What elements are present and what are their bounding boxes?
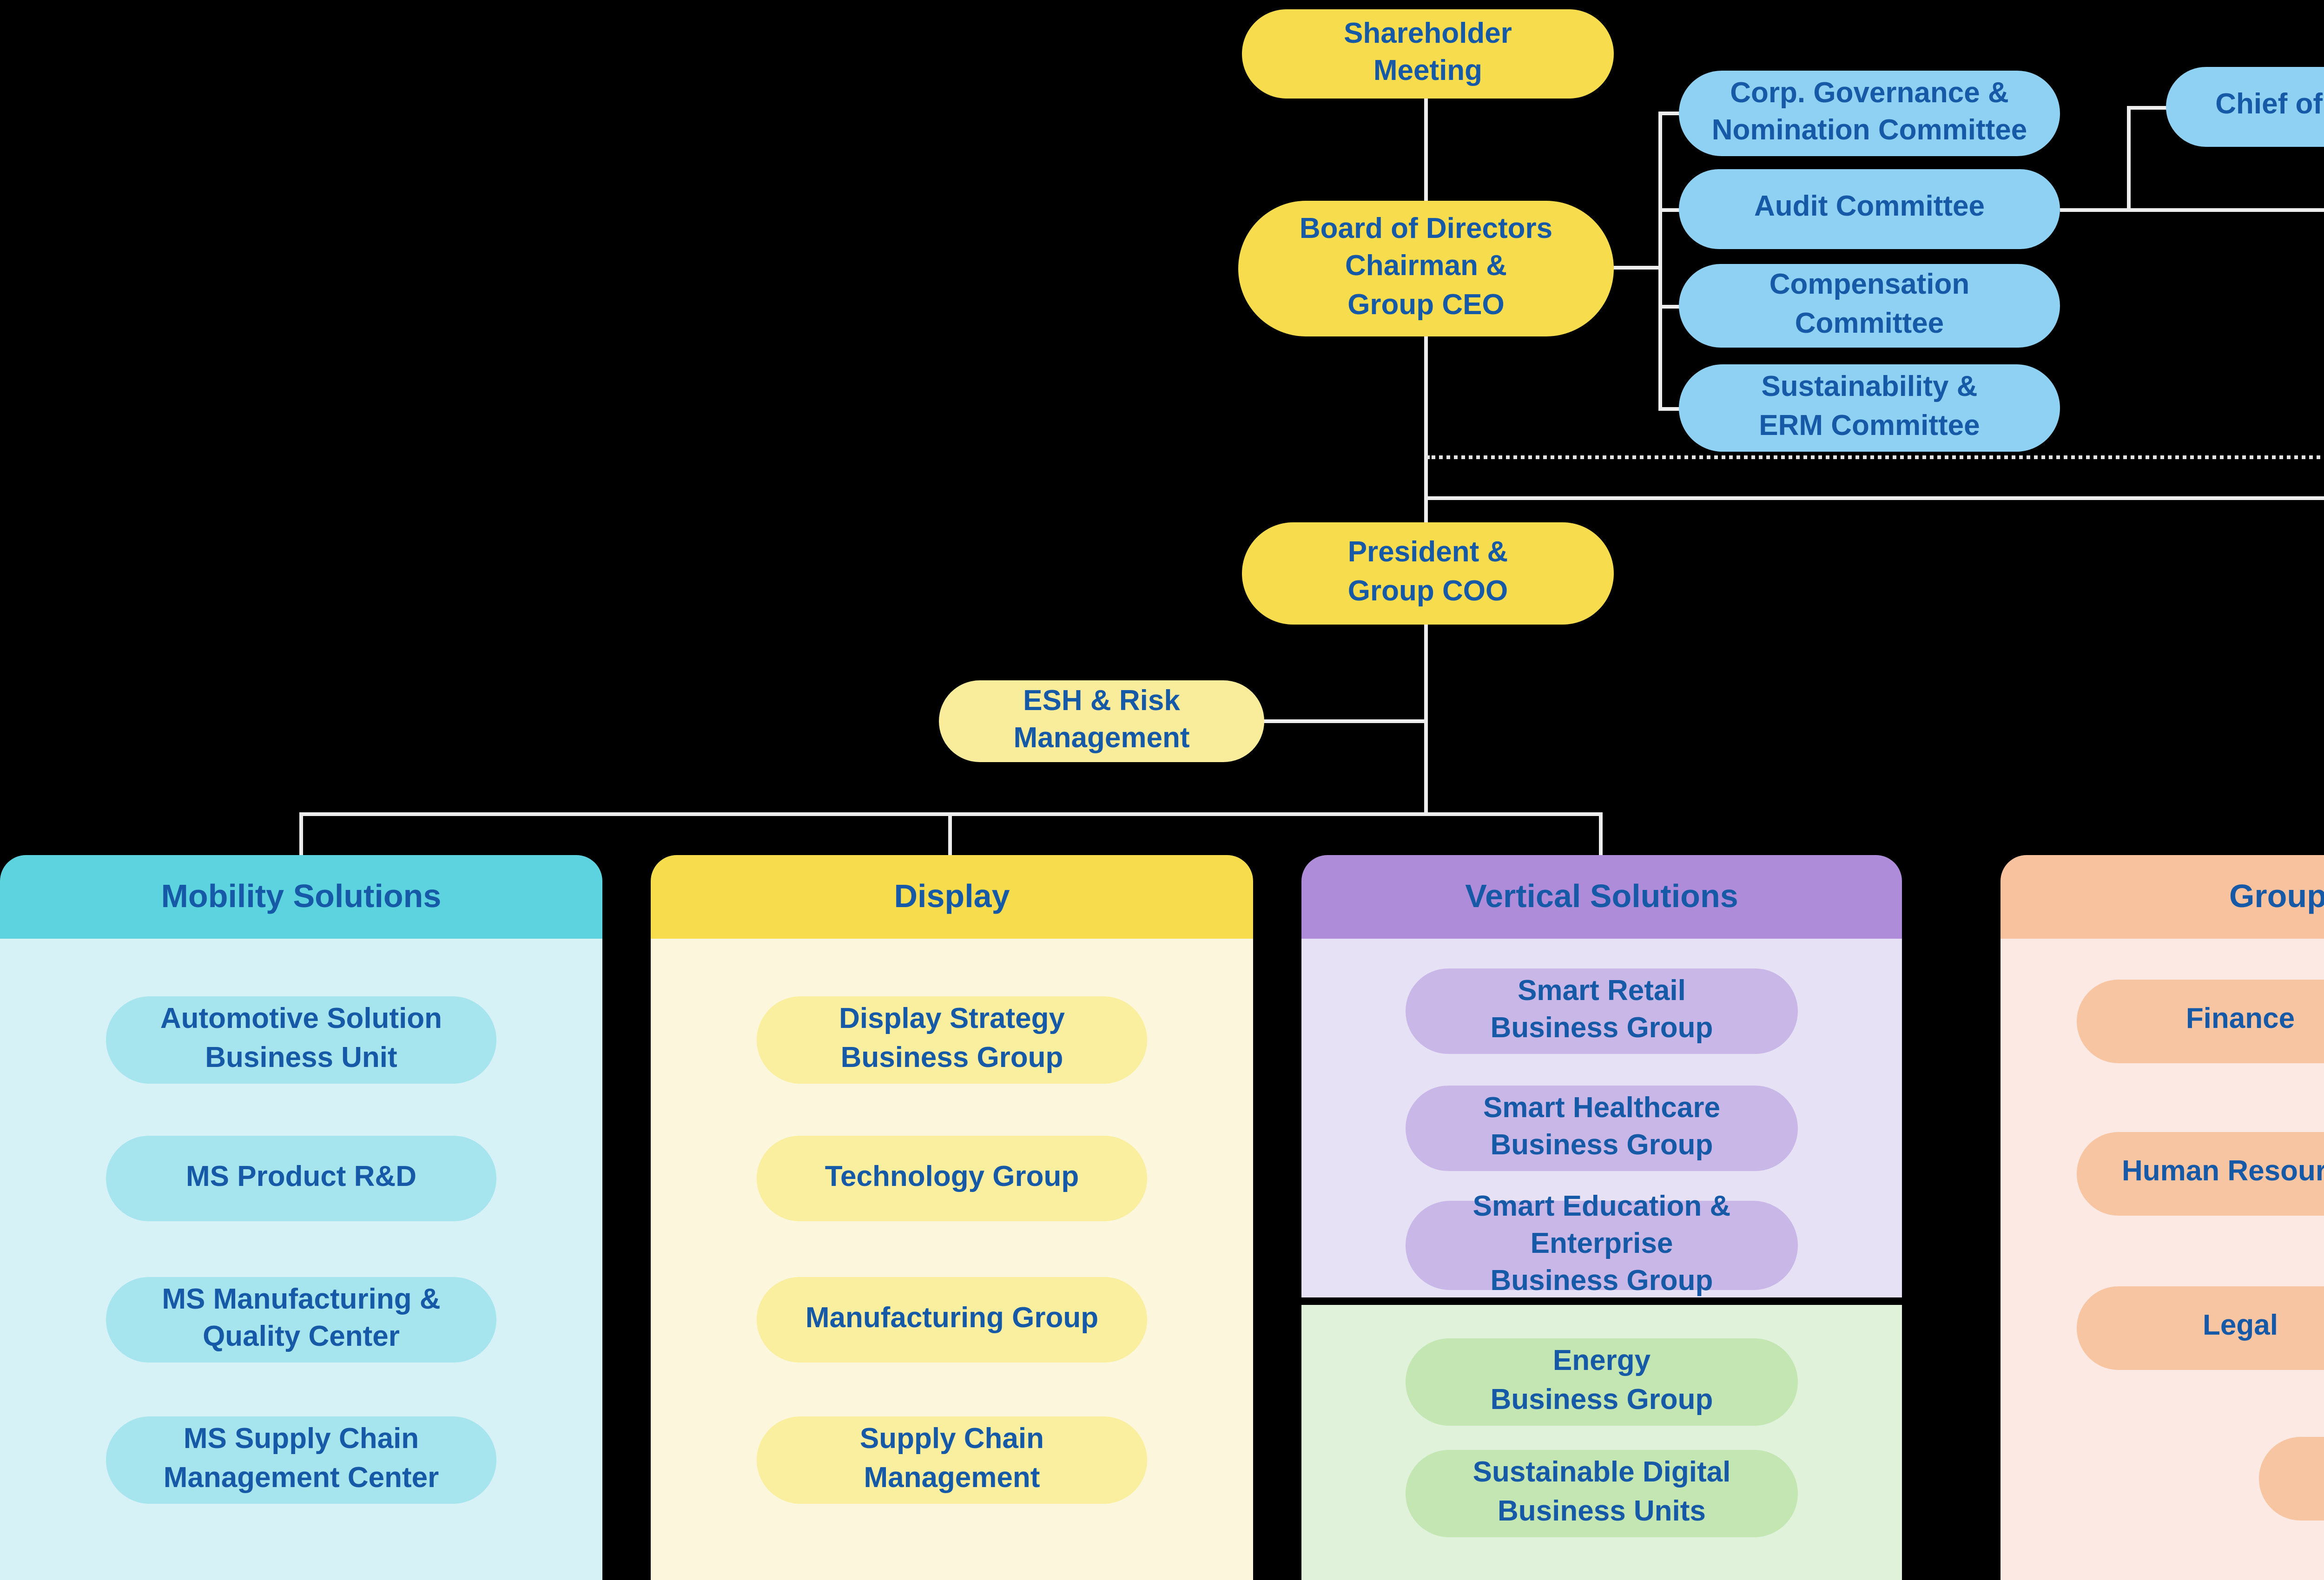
unit-energy-business-group: Energy Business Group xyxy=(1406,1338,1798,1426)
node-president-group-coo: President & Group COO xyxy=(1242,522,1614,625)
connector-chief-vertical xyxy=(2127,106,2131,212)
unit-manufacturing-group: Manufacturing Group xyxy=(757,1277,1147,1363)
unit-ms-supply-chain-management-center: MS Supply Chain Management Center xyxy=(106,1416,496,1504)
unit-smart-retail-business-group: Smart Retail Business Group xyxy=(1406,968,1798,1054)
connector-vertical-solutions-drop xyxy=(1599,812,1603,857)
unit-smart-healthcare-business-group: Smart Healthcare Business Group xyxy=(1406,1086,1798,1171)
dotted-chief-return xyxy=(1426,455,2324,459)
connector-stub-committee-3 xyxy=(1658,305,1681,309)
section-mobility-solutions-header: Mobility Solutions xyxy=(0,855,602,939)
unit-legal: Legal xyxy=(2077,1286,2324,1370)
connector-chief-horizontal xyxy=(2127,106,2168,110)
unit-sustainable-digital-business-units: Sustainable Digital Business Units xyxy=(1406,1450,1798,1537)
node-esh-risk-management: ESH & Risk Management xyxy=(939,680,1264,762)
connector-committee-bracket xyxy=(1658,112,1662,411)
node-board-of-directors: Board of Directors Chairman & Group CEO xyxy=(1238,201,1614,336)
unit-human-resource: Human Resource xyxy=(2077,1132,2324,1216)
section-group-infrastructure-header: Group Infrastructure Unit xyxy=(2000,855,2324,939)
unit-finance: Finance xyxy=(2077,980,2324,1063)
connector-display-drop xyxy=(948,812,952,857)
connector-president-branch xyxy=(1424,496,2324,500)
section-display-header: Display xyxy=(651,855,1253,939)
committee-corp-governance-nomination: Corp. Governance & Nomination Committee xyxy=(1679,71,2060,156)
connector-stub-committee-2 xyxy=(1658,208,1681,212)
connector-board-committees xyxy=(1614,266,1662,270)
unit-ms-product-rd: MS Product R&D xyxy=(106,1136,496,1221)
committee-sustainability-erm: Sustainability & ERM Committee xyxy=(1679,364,2060,452)
connector-stub-committee-1 xyxy=(1658,112,1681,115)
unit-supply-chain-management: Supply Chain Management xyxy=(757,1416,1147,1504)
unit-smart-education-enterprise-business-group: Smart Education & Enterprise Business Gr… xyxy=(1406,1191,1798,1297)
node-shareholder-meeting: Shareholder Meeting xyxy=(1242,9,1614,99)
connector-audit-right-edge xyxy=(2060,208,2324,212)
unit-automotive-solution-business-unit: Automotive Solution Business Unit xyxy=(106,996,496,1084)
unit-auditing: Auditing xyxy=(2259,1437,2324,1521)
connector-esh xyxy=(1262,719,1426,723)
unit-technology-group: Technology Group xyxy=(757,1136,1147,1221)
node-chief-of-compliance: Chief of Compliance xyxy=(2166,67,2324,147)
connector-stub-committee-4 xyxy=(1658,407,1681,411)
committee-audit: Audit Committee xyxy=(1679,169,2060,249)
connector-mobility-drop xyxy=(299,812,303,857)
unit-display-strategy-business-group: Display Strategy Business Group xyxy=(757,996,1147,1084)
unit-ms-manufacturing-quality-center: MS Manufacturing & Quality Center xyxy=(106,1277,496,1363)
committee-compensation: Compensation Committee xyxy=(1679,264,2060,348)
section-vertical-solutions-header: Vertical Solutions xyxy=(1301,855,1902,939)
connector-shareholder-board xyxy=(1424,99,1428,203)
